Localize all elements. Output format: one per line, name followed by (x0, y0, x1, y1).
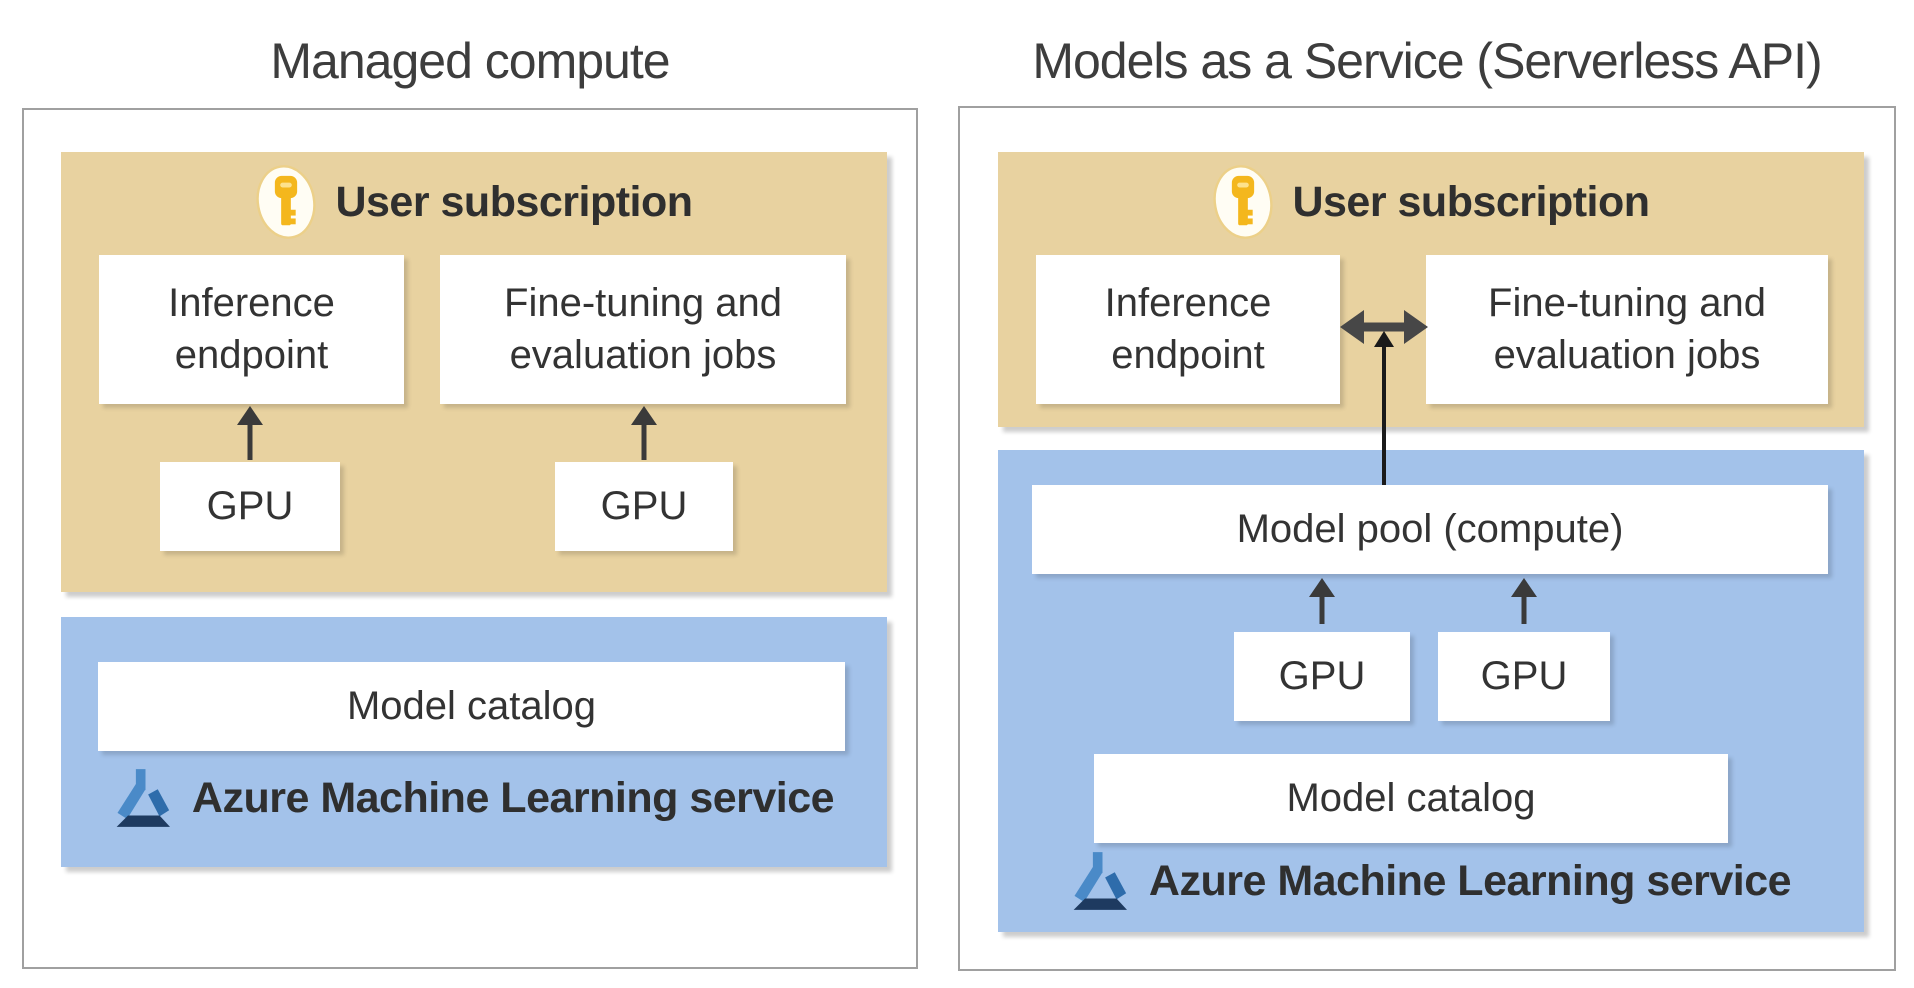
arrow-gpu-to-inference (235, 406, 265, 460)
model-catalog-label: Model catalog (346, 683, 597, 728)
arrow-stem (641, 422, 647, 460)
gpu-label: GPU (1278, 653, 1366, 698)
arrow-stem (1319, 594, 1325, 624)
azure-ml-service-label: Azure Machine Learning service (1148, 856, 1792, 905)
gpu-box: GPU (160, 462, 340, 551)
models-as-a-service-panel: User subscription Inference endpoint Fin… (958, 106, 1896, 971)
key-icon (1213, 165, 1274, 239)
managed-compute-panel: User subscription Inference endpoint Fin… (22, 108, 918, 969)
azure-ml-service-label: Azure Machine Learning service (191, 773, 835, 822)
gpu-label: GPU (600, 483, 688, 528)
arrow-head (237, 406, 263, 425)
user-subscription-header: User subscription (61, 164, 887, 240)
azure-ml-service-region-left: Model catalog Azure Machine Learning ser… (61, 617, 887, 867)
user-subscription-label: User subscription (1292, 177, 1650, 226)
user-subscription-label: User subscription (335, 177, 693, 226)
finetune-evaluation-box: Fine-tuning and evaluation jobs (1426, 255, 1828, 404)
inference-endpoint-box: Inference endpoint (99, 255, 404, 404)
left-panel-title: Managed compute (270, 33, 670, 89)
arrow-stem (1382, 345, 1386, 485)
gpu-label: GPU (1480, 653, 1568, 698)
model-pool-label: Model pool (compute) (1236, 506, 1624, 551)
arrow-head (1511, 578, 1537, 597)
service-row: Azure Machine Learning service (61, 765, 887, 831)
model-catalog-box: Model catalog (1094, 754, 1728, 843)
arrow-head (631, 406, 657, 425)
azure-ml-flask-icon (1073, 852, 1127, 910)
user-subscription-region-left: User subscription Inference endpoint Fin… (61, 152, 887, 592)
key-icon (256, 165, 317, 239)
model-pool-box: Model pool (compute) (1032, 485, 1828, 574)
finetune-evaluation-box: Fine-tuning and evaluation jobs (440, 255, 846, 404)
finetune-evaluation-label: Fine-tuning and evaluation jobs (504, 281, 782, 377)
gpu-box: GPU (555, 462, 733, 551)
right-panel-title: Models as a Service (Serverless API) (1032, 33, 1822, 89)
arrow-head (1309, 578, 1335, 597)
arrow-inference-finetune-bidirectional (1340, 309, 1428, 345)
arrow-gpu-to-model-pool (1307, 578, 1337, 624)
gpu-box: GPU (1234, 632, 1410, 721)
model-catalog-box: Model catalog (98, 662, 845, 751)
service-row: Azure Machine Learning service (998, 848, 1864, 914)
gpu-box: GPU (1438, 632, 1610, 721)
arrow-stem (1521, 594, 1527, 624)
arrow-model-pool-to-subscription (1369, 331, 1399, 485)
model-catalog-label: Model catalog (1286, 775, 1536, 820)
arrow-gpu-to-model-pool (1509, 578, 1539, 624)
arrow-stem (247, 422, 253, 460)
azure-ml-flask-icon (116, 769, 170, 827)
gpu-label: GPU (206, 483, 294, 528)
arrow-shaft (1360, 322, 1408, 332)
user-subscription-header: User subscription (998, 164, 1864, 240)
inference-endpoint-box: Inference endpoint (1036, 255, 1340, 404)
inference-endpoint-label: Inference endpoint (1104, 281, 1272, 377)
arrow-head-right (1404, 310, 1428, 344)
user-subscription-region-right: User subscription Inference endpoint Fin… (998, 152, 1864, 427)
arrow-gpu-to-finetune (629, 406, 659, 460)
arrow-head (1374, 331, 1394, 347)
finetune-evaluation-label: Fine-tuning and evaluation jobs (1488, 281, 1766, 377)
azure-ml-service-region-right: Model pool (compute) GPU GPU Model catal… (998, 450, 1864, 932)
inference-endpoint-label: Inference endpoint (168, 281, 335, 377)
